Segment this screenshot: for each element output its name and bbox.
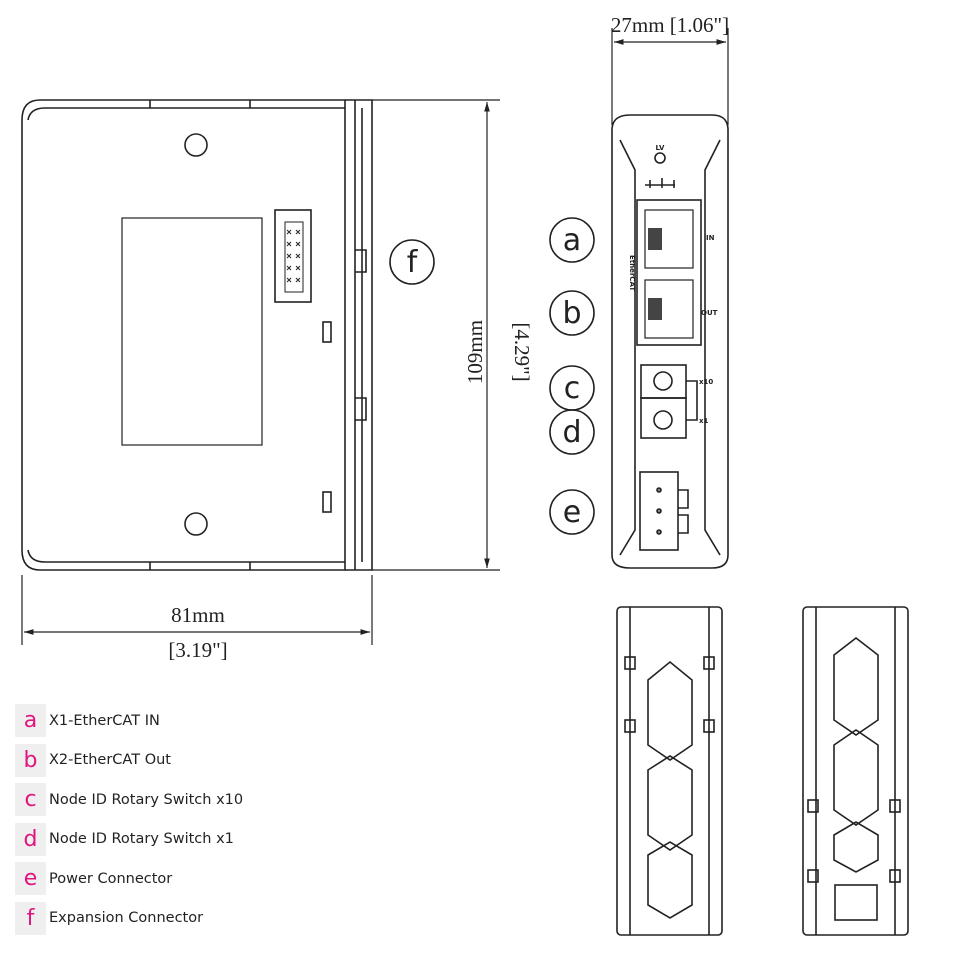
callout-a: a — [563, 223, 581, 258]
x10-label: x10 — [699, 378, 713, 386]
rotary-switch-x1 — [640, 397, 687, 439]
callout-d: d — [562, 415, 581, 450]
power-connector — [639, 471, 679, 551]
callout-c: c — [564, 371, 581, 406]
legend-key: e — [15, 862, 46, 896]
x1-label: x1 — [699, 417, 709, 425]
depth-dimension-mm: 81mm — [171, 603, 225, 627]
callouts: a b c d e f — [389, 217, 595, 535]
top-view — [616, 606, 723, 936]
legend-label: Node ID Rotary Switch x1 — [49, 831, 234, 848]
callout-e: e — [563, 495, 581, 530]
ethernet-ports — [636, 199, 702, 346]
expansion-connector — [274, 209, 312, 303]
legend-label: Power Connector — [49, 870, 173, 887]
legend-label: Node ID Rotary Switch x10 — [49, 791, 244, 808]
height-dimension-mm: 109mm — [463, 320, 487, 384]
legend-key: f — [15, 901, 46, 935]
legend-label: X1-EtherCAT IN — [49, 712, 160, 729]
bottom-view — [802, 606, 909, 936]
dimension-lines — [21, 28, 729, 645]
legend-key: a — [15, 704, 46, 737]
out-label: OUT — [701, 309, 718, 317]
legend-key: c — [15, 783, 46, 817]
depth-dimension-in: [3.19"] — [168, 638, 227, 662]
legend-key: d — [15, 822, 46, 856]
lv-label: LV — [656, 144, 665, 152]
port-in — [644, 209, 694, 269]
legend-key: b — [15, 743, 46, 777]
side-view — [21, 99, 373, 571]
width-dimension: 27mm [1.06"] — [611, 13, 729, 37]
port-out — [644, 279, 694, 339]
callout-f: f — [407, 245, 419, 280]
legend-label: Expansion Connector — [49, 910, 204, 927]
callout-b: b — [562, 296, 581, 331]
rotary-switch-x10 — [640, 364, 687, 399]
ethercat-label: EtherCAT — [628, 255, 636, 291]
height-dimension-in: [4.29"] — [510, 322, 534, 381]
legend-label: X2-EtherCAT Out — [49, 752, 171, 769]
in-label: IN — [706, 234, 715, 242]
front-view: LV IN OUT EtherCAT x10 x1 — [611, 114, 729, 569]
